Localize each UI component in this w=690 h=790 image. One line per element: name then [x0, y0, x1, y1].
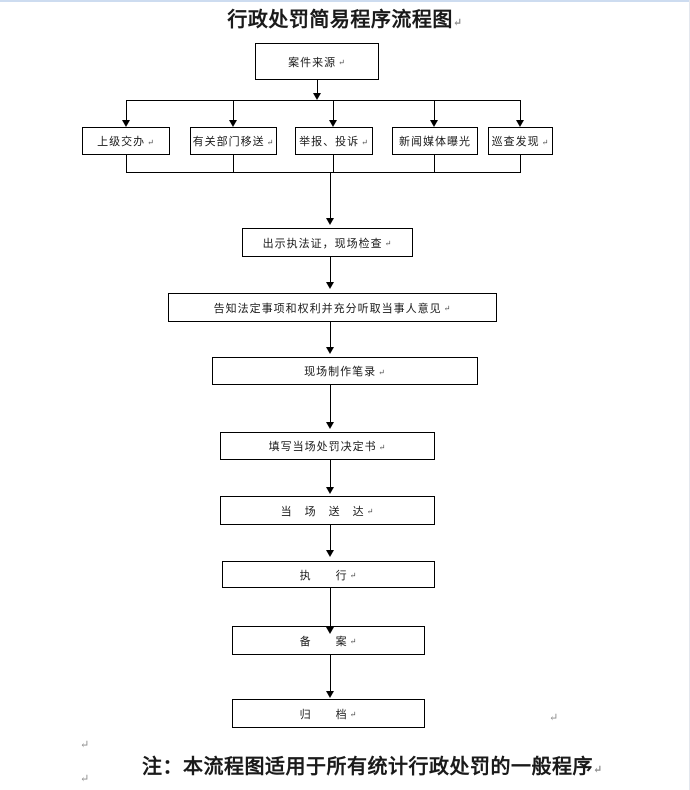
flow-node-channel-1: 上级交办↵ — [82, 127, 170, 155]
arrowhead-down — [326, 627, 334, 634]
flow-node-label: 填写当场处罚决定书 — [268, 441, 377, 453]
paragraph-mark: ↵ — [80, 739, 90, 751]
flow-node-label: 执 行 — [299, 569, 348, 582]
flow-connector — [330, 655, 331, 692]
flow-node-label: 备 案 — [299, 635, 348, 648]
page-title: 行政处罚简易程序流程图↵ — [0, 3, 690, 32]
flow-node-step-6: 执 行↵ — [222, 561, 435, 588]
arrowhead-down — [326, 218, 334, 225]
footer-note-text: 注：本流程图适用于所有统计行政处罚的一般程序 — [142, 756, 593, 778]
flow-node-label: 当 场 送 达 — [280, 505, 365, 518]
flow-connector — [333, 155, 334, 172]
paragraph-mark: ↵ — [549, 712, 559, 724]
flow-connector — [330, 385, 331, 423]
flow-node-channel-4: 新闻媒体曝光 — [392, 127, 478, 155]
paragraph-mark: ↵ — [384, 239, 393, 248]
flow-node-label: 现场制作笔录 — [304, 366, 377, 378]
flow-node-step-5: 当 场 送 达↵ — [220, 496, 435, 525]
flow-connector — [333, 100, 334, 121]
footer-note: 注：本流程图适用于所有统计行政处罚的一般程序↵ — [142, 750, 603, 779]
paragraph-mark: ↵ — [452, 17, 463, 29]
flow-connector — [330, 322, 331, 348]
flow-node-label: 举报、投诉 — [299, 136, 360, 148]
flow-connector — [233, 100, 234, 121]
flow-node-step-2: 告知法定事项和权利并充分听取当事人意见↵ — [168, 293, 497, 322]
flow-connector — [126, 100, 521, 101]
flow-node-channel-3: 举报、投诉↵ — [295, 127, 373, 155]
flow-connector — [126, 100, 127, 121]
arrowhead-down — [326, 347, 334, 354]
paragraph-mark: ↵ — [338, 58, 346, 67]
paragraph-mark: ↵ — [378, 367, 386, 377]
flow-connector — [434, 100, 435, 121]
flow-node-label: 巡查发现 — [491, 136, 540, 148]
paragraph-mark: ↵ — [147, 137, 155, 147]
arrowhead-down — [122, 120, 130, 127]
paragraph-mark: ↵ — [349, 710, 358, 719]
paragraph-mark: ↵ — [361, 137, 369, 147]
arrowhead-down — [329, 120, 337, 127]
flow-node-step-4: 填写当场处罚决定书↵ — [220, 432, 435, 460]
arrowhead-down — [313, 93, 321, 100]
flow-connector — [330, 460, 331, 488]
flow-connector — [330, 172, 331, 219]
flow-connector — [520, 100, 521, 121]
flow-connector — [520, 155, 521, 172]
flow-connector — [330, 588, 331, 628]
flow-node-label: 案件来源 — [288, 56, 337, 69]
arrowhead-down — [326, 282, 334, 289]
flow-node-step-3: 现场制作笔录↵ — [212, 357, 478, 385]
flow-node-label: 上级交办 — [97, 136, 146, 148]
flow-connector — [330, 525, 331, 551]
arrowhead-down — [326, 691, 334, 698]
flow-connector — [126, 155, 127, 172]
arrowhead-down — [326, 487, 334, 494]
paragraph-mark: ↵ — [378, 442, 387, 452]
arrowhead-down — [229, 120, 237, 127]
flow-connector — [233, 155, 234, 172]
paragraph-mark: ↵ — [266, 137, 275, 147]
paragraph-mark: ↵ — [80, 773, 90, 785]
paragraph-mark: ↵ — [349, 637, 358, 646]
flow-node-label: 归 档 — [299, 708, 348, 721]
paragraph-mark: ↵ — [349, 571, 358, 580]
paragraph-mark: ↵ — [541, 137, 550, 147]
flow-node-step-8: 归 档↵ — [232, 699, 425, 728]
flow-node-label: 新闻媒体曝光 — [399, 136, 471, 148]
arrowhead-down — [326, 550, 334, 557]
page-edge-top — [0, 0, 690, 2]
arrowhead-down — [516, 120, 524, 127]
paragraph-mark: ↵ — [443, 304, 452, 313]
flow-node-step-1: 出示执法证，现场检查↵ — [242, 228, 413, 257]
flow-connector — [317, 80, 318, 94]
paragraph-mark: ↵ — [366, 507, 375, 516]
flow-connector — [126, 172, 521, 173]
arrowhead-down — [326, 422, 334, 429]
flow-node-label: 出示执法证，现场检查 — [262, 237, 383, 250]
flow-connector — [434, 155, 435, 172]
arrowhead-down — [430, 120, 438, 127]
flow-node-channel-5: 巡查发现↵ — [488, 127, 553, 155]
flow-connector — [330, 257, 331, 283]
flow-node-channel-2: 有关部门移送↵ — [190, 127, 277, 155]
page-title-text: 行政处罚简易程序流程图 — [227, 9, 453, 31]
flow-node-label: 有关部门移送 — [192, 136, 265, 148]
flow-node-label: 告知法定事项和权利并充分听取当事人意见 — [213, 302, 442, 315]
flow-node-case-source: 案件来源↵ — [255, 43, 379, 80]
paragraph-mark: ↵ — [593, 764, 603, 776]
flow-node-step-7: 备 案↵ — [232, 626, 425, 655]
